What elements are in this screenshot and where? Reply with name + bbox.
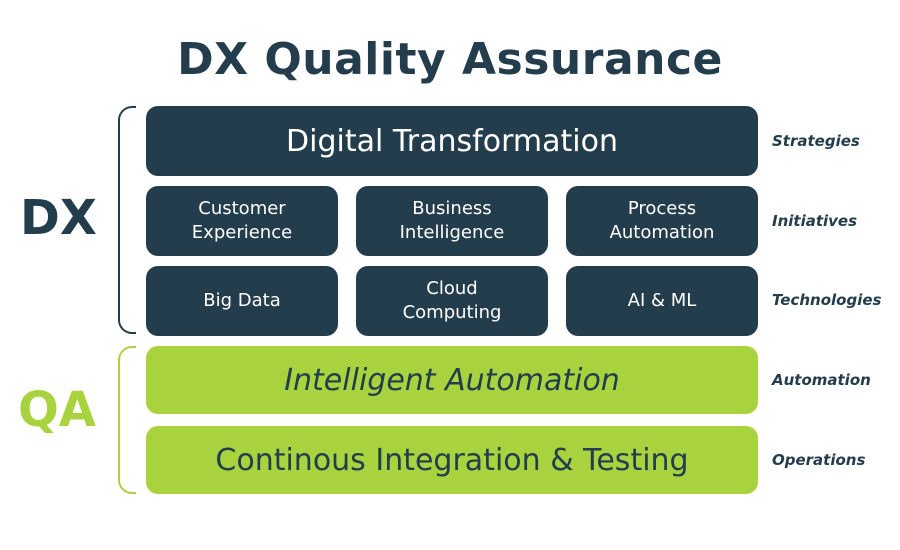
operations-label: Operations bbox=[772, 451, 866, 469]
customer-experience-line1: Customer bbox=[198, 198, 286, 219]
cloud-computing-box: Cloud Computing bbox=[356, 266, 548, 336]
initiatives-label: Initiatives bbox=[772, 212, 858, 230]
business-intelligence-line1: Business bbox=[412, 198, 492, 219]
continuous-integration-box: Continous Integration & Testing bbox=[146, 426, 758, 494]
automation-label: Automation bbox=[772, 371, 871, 389]
qa-bracket bbox=[118, 346, 136, 494]
process-automation-line2: Automation bbox=[609, 222, 715, 243]
intelligent-automation-box: Intelligent Automation bbox=[146, 346, 758, 414]
customer-experience-line2: Experience bbox=[191, 222, 293, 243]
ai-ml-box: AI & ML bbox=[566, 266, 758, 336]
business-intelligence-box: Business Intelligence bbox=[356, 186, 548, 256]
intelligent-automation-label: Intelligent Automation bbox=[284, 362, 620, 398]
dx-bracket bbox=[118, 106, 136, 334]
customer-experience-box: Customer Experience bbox=[146, 186, 338, 256]
big-data-label: Big Data bbox=[203, 290, 281, 311]
business-intelligence-line2: Intelligence bbox=[399, 222, 505, 243]
process-automation-box: Process Automation bbox=[566, 186, 758, 256]
digital-transformation-box: Digital Transformation bbox=[146, 106, 758, 176]
dx-group-label: DX bbox=[20, 190, 97, 246]
technologies-label: Technologies bbox=[772, 291, 882, 309]
process-automation-line1: Process bbox=[627, 198, 697, 219]
continuous-integration-label: Continous Integration & Testing bbox=[215, 442, 689, 478]
big-data-box: Big Data bbox=[146, 266, 338, 336]
ai-ml-label: AI & ML bbox=[627, 290, 697, 311]
strategies-label: Strategies bbox=[772, 132, 860, 150]
cloud-computing-line2: Computing bbox=[402, 302, 502, 323]
cloud-computing-line1: Cloud bbox=[426, 278, 478, 299]
diagram-title: DX Quality Assurance bbox=[177, 34, 723, 85]
digital-transformation-label: Digital Transformation bbox=[286, 123, 618, 159]
qa-group-label: QA bbox=[18, 382, 96, 438]
